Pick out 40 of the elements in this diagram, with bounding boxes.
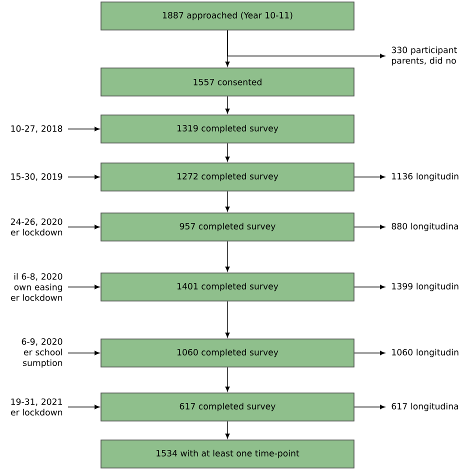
time-label: 10-27, 2018 <box>11 125 62 133</box>
arrow <box>68 284 100 290</box>
process-box: 1060 completed survey <box>100 338 354 368</box>
time-label: 15-30, 2019 <box>11 173 62 181</box>
arrow <box>225 241 230 272</box>
arrow <box>354 284 386 290</box>
arrow <box>225 301 230 338</box>
arrow <box>354 174 386 180</box>
outcome-label: 330 participant parents, did no <box>392 46 457 66</box>
outcome-label: 1060 longitudin <box>392 348 458 358</box>
time-label: 6-9, 2020 er school sumption <box>22 338 62 368</box>
arrow <box>225 191 230 212</box>
arrow <box>225 96 230 114</box>
arrow <box>225 421 230 439</box>
process-box: 1887 approached (Year 10-11) <box>100 2 354 30</box>
outcome-label: 1399 longitudin <box>392 282 458 292</box>
process-box: 1534 with at least one time-point <box>100 440 354 468</box>
arrow <box>68 350 100 356</box>
arrow <box>225 143 230 162</box>
arrow <box>354 224 386 230</box>
arrow <box>68 224 100 230</box>
time-label: 19-31, 2021 er lockdown <box>11 398 62 416</box>
arrow <box>68 126 100 132</box>
arrow <box>225 367 230 392</box>
process-box: 1401 completed survey <box>100 272 354 302</box>
arrow <box>68 404 100 410</box>
time-label: 24-26, 2020 er lockdown <box>10 218 62 236</box>
arrow <box>354 350 386 356</box>
time-label: il 6-8, 2020 own easing er lockdown <box>11 273 62 301</box>
arrow <box>354 404 386 410</box>
process-box: 617 completed survey <box>100 392 354 422</box>
process-box: 1272 completed survey <box>100 162 354 192</box>
arrow <box>68 174 100 180</box>
process-box: 1557 consented <box>100 68 354 96</box>
outcome-label: 1136 longitudin <box>392 172 458 182</box>
process-box: 957 completed survey <box>100 212 354 242</box>
outcome-label: 617 longitudina <box>392 402 458 412</box>
process-box: 1319 completed survey <box>100 114 354 144</box>
arrow <box>227 30 386 58</box>
outcome-label: 880 longitudina <box>392 222 458 232</box>
